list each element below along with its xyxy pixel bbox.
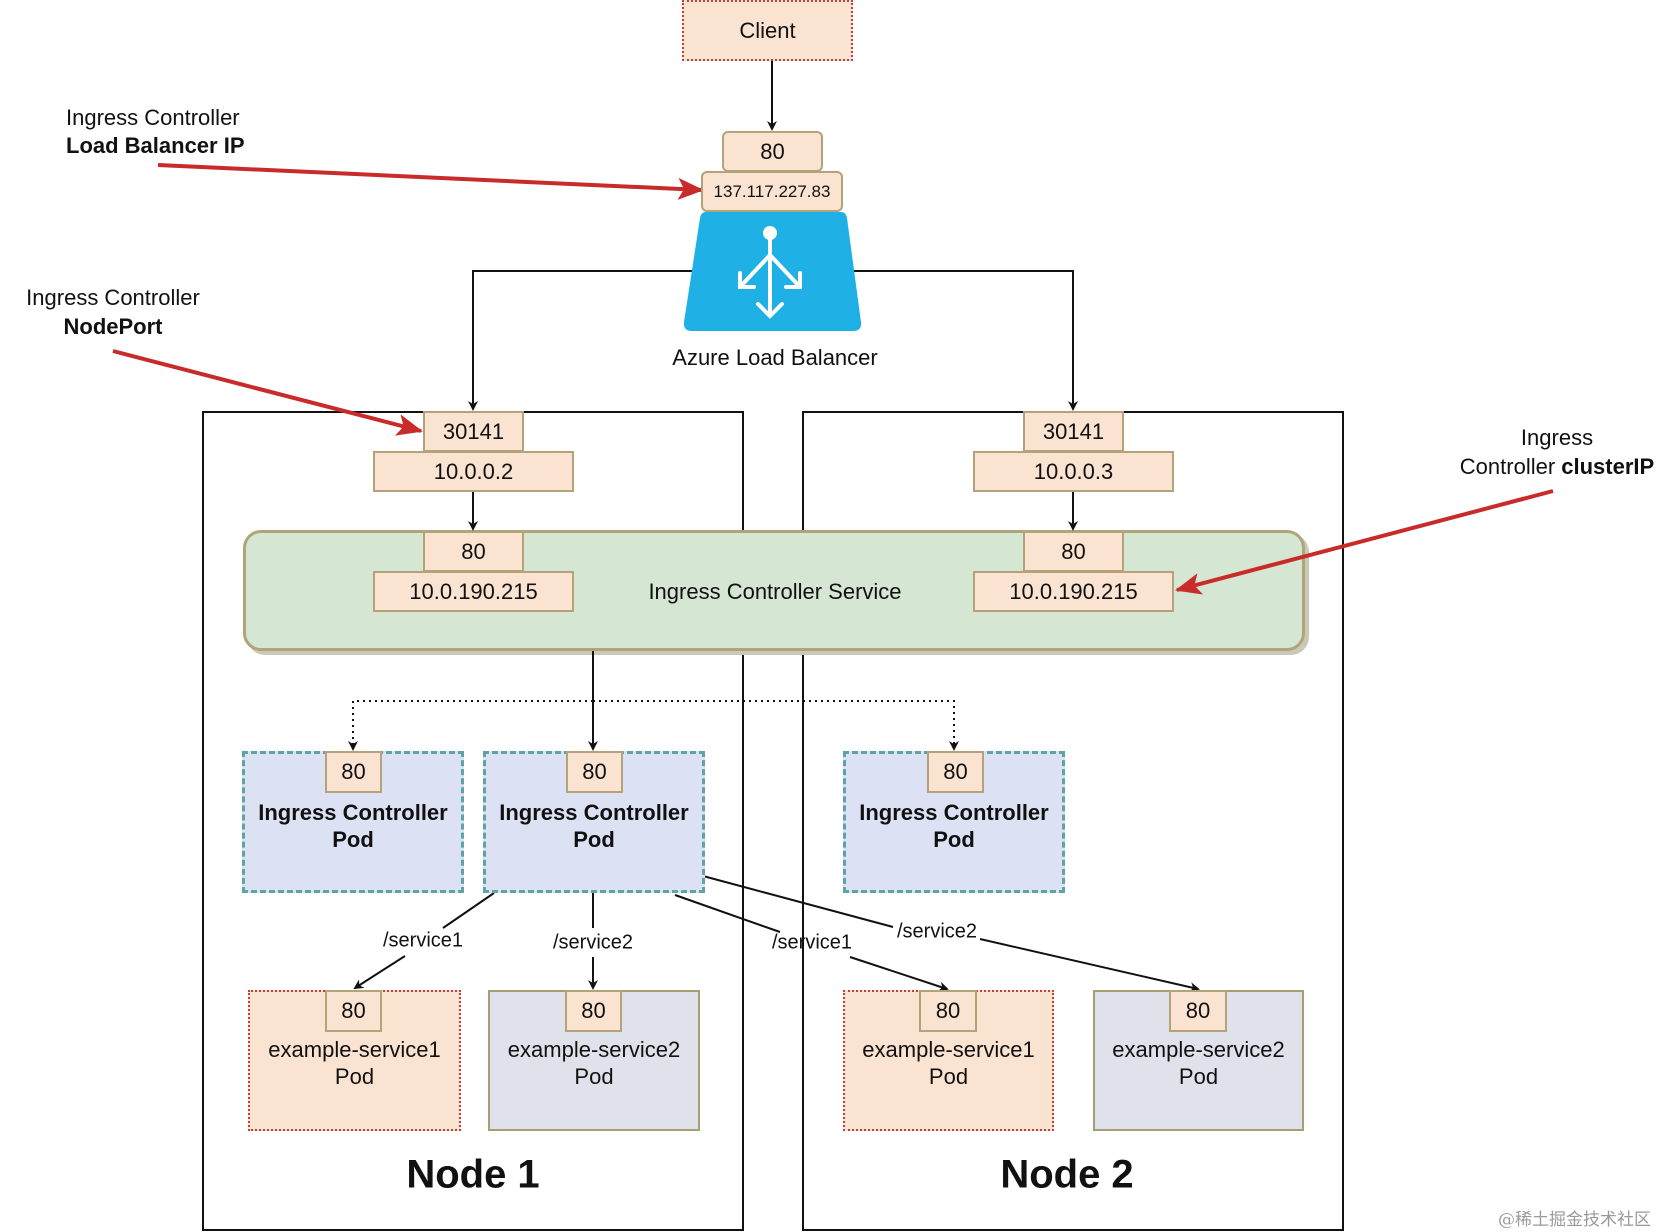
route-arrow: [849, 956, 949, 992]
pod-port: 80: [919, 990, 977, 1032]
client-label: Client: [739, 17, 796, 43]
route-arrow: [979, 938, 1200, 993]
lb-to-node1-arrow: [468, 270, 692, 411]
clusterip-annotation-arrow: [1175, 489, 1554, 595]
route-arrow: [353, 955, 406, 990]
lb-to-node2-arrow: [852, 270, 1078, 411]
annotation-lb-ip-line2: Load Balancer IP: [66, 133, 245, 158]
node2-ip: 10.0.0.3: [973, 451, 1174, 492]
pod-port: 80: [325, 751, 382, 793]
lb-ip: 137.117.227.83: [701, 171, 843, 212]
node-2-label: Node 2: [1000, 1152, 1134, 1197]
route-label: /service1: [771, 931, 853, 954]
annotation-nodeport-line1: Ingress Controller: [26, 285, 200, 310]
pod-port: 80: [325, 990, 382, 1032]
route-line: [442, 892, 495, 929]
service-to-pod3-dotted: [593, 700, 959, 751]
service-endpoint-1-ip: 10.0.190.215: [373, 571, 574, 612]
lb-label: Azure Load Balancer: [672, 345, 878, 370]
service-to-pod1-dotted: [348, 700, 593, 751]
node-1-label: Node 1: [406, 1152, 540, 1197]
node2-port: 30141: [1023, 411, 1124, 452]
watermark: @稀土掘金技术社区: [1498, 1210, 1651, 1230]
client-box: Client: [682, 0, 853, 61]
node1-ip: 10.0.0.2: [373, 451, 574, 492]
pod-port: 80: [566, 751, 623, 793]
route-label: /service1: [382, 929, 464, 953]
annotation-clusterip-line2: Controller clusterIP: [1459, 454, 1655, 479]
service-endpoint-2-ip: 10.0.190.215: [973, 571, 1174, 612]
node1-port: 30141: [423, 411, 524, 452]
lb-port: 80: [722, 131, 823, 172]
service-endpoint-2-port: 80: [1023, 531, 1124, 572]
route-line: [702, 875, 894, 928]
service-label: Ingress Controller Service: [648, 579, 902, 604]
annotation-clusterip-line1: Ingress: [1520, 425, 1594, 450]
route-label: /service2: [896, 920, 978, 943]
route-line: [674, 894, 781, 933]
lb-ip-annotation-arrow: [157, 163, 704, 200]
pod-port: 80: [565, 990, 622, 1032]
annotation-lb-ip-line1: Ingress Controller: [66, 105, 240, 130]
nodeport-annotation-arrow: [112, 349, 423, 436]
service-endpoint-1-port: 80: [423, 531, 524, 572]
route-label: /service2: [552, 931, 634, 955]
annotation-nodeport-line2: NodePort: [63, 314, 163, 339]
pod-port: 80: [1169, 990, 1227, 1032]
pod-port: 80: [927, 751, 984, 793]
